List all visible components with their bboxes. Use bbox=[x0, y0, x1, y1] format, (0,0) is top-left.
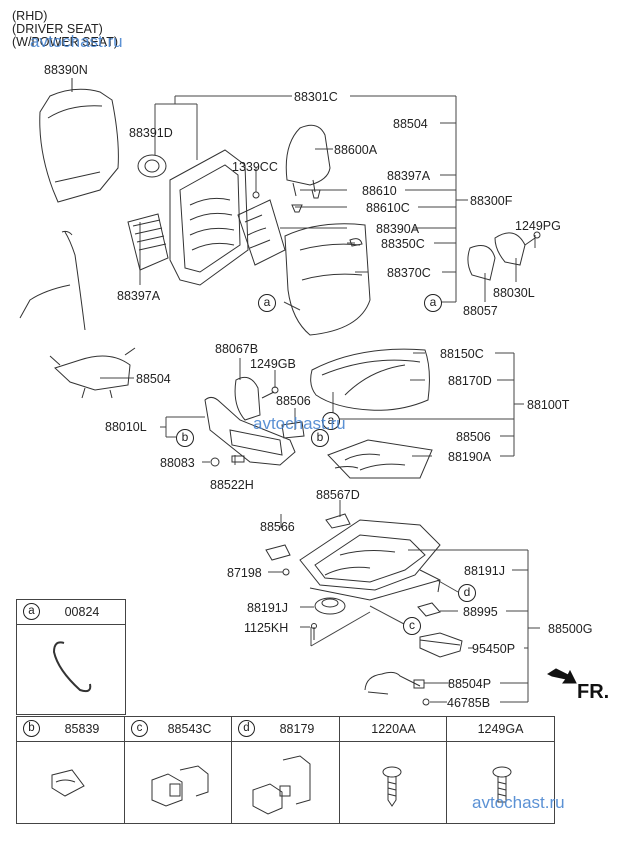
callout-88600A[interactable]: 88600A bbox=[334, 143, 378, 157]
seat-back-cover-part bbox=[39, 78, 119, 203]
seat-harness-part bbox=[364, 671, 425, 695]
ref-circle-a-cushion[interactable]: a bbox=[322, 412, 340, 430]
ref-circle-a-right[interactable]: a bbox=[424, 294, 442, 312]
legend-part-1220AA: 1220AA bbox=[371, 722, 416, 736]
legend-cell-b[interactable]: b 85839 bbox=[16, 716, 126, 824]
callout-95450P[interactable]: 95450P bbox=[472, 642, 516, 656]
power-seat-switch-part bbox=[281, 421, 305, 439]
callout-88504-left[interactable]: 88504 bbox=[136, 372, 171, 386]
callout-88500G[interactable]: 88500G bbox=[548, 622, 593, 636]
legend-ref-a: a bbox=[23, 603, 40, 620]
legend-part-88543C: 88543C bbox=[167, 722, 212, 736]
callout-88610C[interactable]: 88610C bbox=[366, 201, 410, 215]
legend-ref-c: c bbox=[131, 720, 148, 737]
callout-1339CC[interactable]: 1339CC bbox=[232, 160, 278, 174]
watermark-bottom: avtochast.ru bbox=[472, 793, 565, 812]
callout-1125KH[interactable]: 1125KH bbox=[244, 621, 289, 635]
ref-circle-d[interactable]: d bbox=[458, 584, 476, 602]
note-rhd: (RHD) bbox=[12, 9, 48, 23]
legend-cell-a[interactable]: a 00824 bbox=[16, 599, 126, 715]
callout-88567D[interactable]: 88567D bbox=[316, 488, 360, 502]
seat-side-cover-part bbox=[204, 396, 296, 467]
callout-87198[interactable]: 87198 bbox=[227, 566, 262, 580]
callout-88390A[interactable]: 88390A bbox=[376, 222, 420, 236]
callout-88190A[interactable]: 88190A bbox=[448, 450, 492, 464]
callout-88057[interactable]: 88057 bbox=[463, 304, 498, 318]
legend-part-1249GA: 1249GA bbox=[477, 722, 524, 736]
legend-cell-d[interactable]: d 88179 bbox=[231, 716, 341, 824]
callout-1249PG[interactable]: 1249PG bbox=[515, 219, 561, 233]
callout-88030L[interactable]: 88030L bbox=[493, 286, 535, 300]
callout-88083[interactable]: 88083 bbox=[160, 456, 195, 470]
seat-motor-part bbox=[311, 597, 346, 640]
legend-ref-d: d bbox=[238, 720, 255, 737]
grommet-part bbox=[422, 698, 430, 706]
legend-part-00824: 00824 bbox=[64, 605, 100, 619]
recliner-cover-part bbox=[467, 231, 541, 281]
control-unit-part bbox=[419, 632, 463, 658]
seat-back-frame-part bbox=[169, 149, 260, 286]
wiring-harness-part bbox=[19, 230, 136, 399]
lumbar-support-part bbox=[137, 154, 167, 178]
note-power-seat: (W/POWER SEAT) bbox=[12, 35, 119, 49]
callout-88995[interactable]: 88995 bbox=[463, 605, 498, 619]
watermark-middle: avtochast.ru bbox=[253, 414, 346, 433]
callout-88300F[interactable]: 88300F bbox=[470, 194, 513, 208]
front-direction-label: FR. bbox=[577, 681, 610, 703]
callout-88566[interactable]: 88566 bbox=[260, 520, 295, 534]
seat-cushion-part bbox=[310, 348, 430, 411]
heater-pad-part bbox=[127, 213, 169, 271]
legend-cell-1220aa[interactable]: 1220AA bbox=[339, 716, 448, 824]
callout-88301C[interactable]: 88301C bbox=[294, 90, 338, 104]
callout-88397A-left[interactable]: 88397A bbox=[117, 289, 161, 303]
callout-88191J-right[interactable]: 88191J bbox=[464, 564, 506, 578]
leader-lines bbox=[100, 95, 540, 703]
module-88995-part bbox=[417, 602, 441, 617]
callout-88370C[interactable]: 88370C bbox=[387, 266, 431, 280]
callout-88390N[interactable]: 88390N bbox=[44, 63, 88, 77]
note-driver-seat: (DRIVER SEAT) bbox=[12, 22, 103, 36]
callout-88391D[interactable]: 88391D bbox=[129, 126, 173, 140]
track-cover-part bbox=[265, 513, 351, 576]
back-heater-mat-part bbox=[237, 199, 286, 266]
legend-part-85839: 85839 bbox=[64, 722, 100, 736]
watermark-top: avtochast.ru bbox=[30, 32, 123, 51]
legend-part-88179: 88179 bbox=[279, 722, 315, 736]
callout-88170D[interactable]: 88170D bbox=[448, 374, 492, 388]
callout-88010L[interactable]: 88010L bbox=[105, 420, 147, 434]
seat-track-frame-part bbox=[299, 519, 441, 601]
legend-ref-b: b bbox=[23, 720, 40, 737]
cushion-heater-mat-part bbox=[327, 439, 433, 479]
callout-88150C[interactable]: 88150C bbox=[440, 347, 484, 361]
callout-46785B[interactable]: 46785B bbox=[447, 696, 491, 710]
seat-back-cushion-part bbox=[284, 223, 371, 336]
callout-88610[interactable]: 88610 bbox=[362, 184, 397, 198]
ref-circle-a-back[interactable]: a bbox=[258, 294, 276, 312]
callout-88504P[interactable]: 88504P bbox=[448, 677, 492, 691]
callout-88191J-left[interactable]: 88191J bbox=[247, 601, 289, 615]
ref-circle-b-mid[interactable]: b bbox=[311, 429, 329, 447]
legend-cell-c[interactable]: c 88543C bbox=[124, 716, 233, 824]
callout-1249GB[interactable]: 1249GB bbox=[250, 357, 296, 371]
ref-circle-c[interactable]: c bbox=[403, 617, 421, 635]
callout-88506-right[interactable]: 88506 bbox=[456, 430, 491, 444]
callout-88100T[interactable]: 88100T bbox=[527, 398, 570, 412]
front-direction-arrow-icon bbox=[546, 668, 577, 684]
callout-88067B[interactable]: 88067B bbox=[215, 342, 259, 356]
callout-88522H[interactable]: 88522H bbox=[210, 478, 254, 492]
callout-88504-top[interactable]: 88504 bbox=[393, 117, 428, 131]
callout-88350C[interactable]: 88350C bbox=[381, 237, 425, 251]
side-bracket-part bbox=[234, 376, 279, 421]
callout-88397A-right[interactable]: 88397A bbox=[387, 169, 431, 183]
ref-circle-b-left[interactable]: b bbox=[176, 429, 194, 447]
callout-88506-mid[interactable]: 88506 bbox=[276, 394, 311, 408]
headrest-part bbox=[285, 124, 331, 213]
